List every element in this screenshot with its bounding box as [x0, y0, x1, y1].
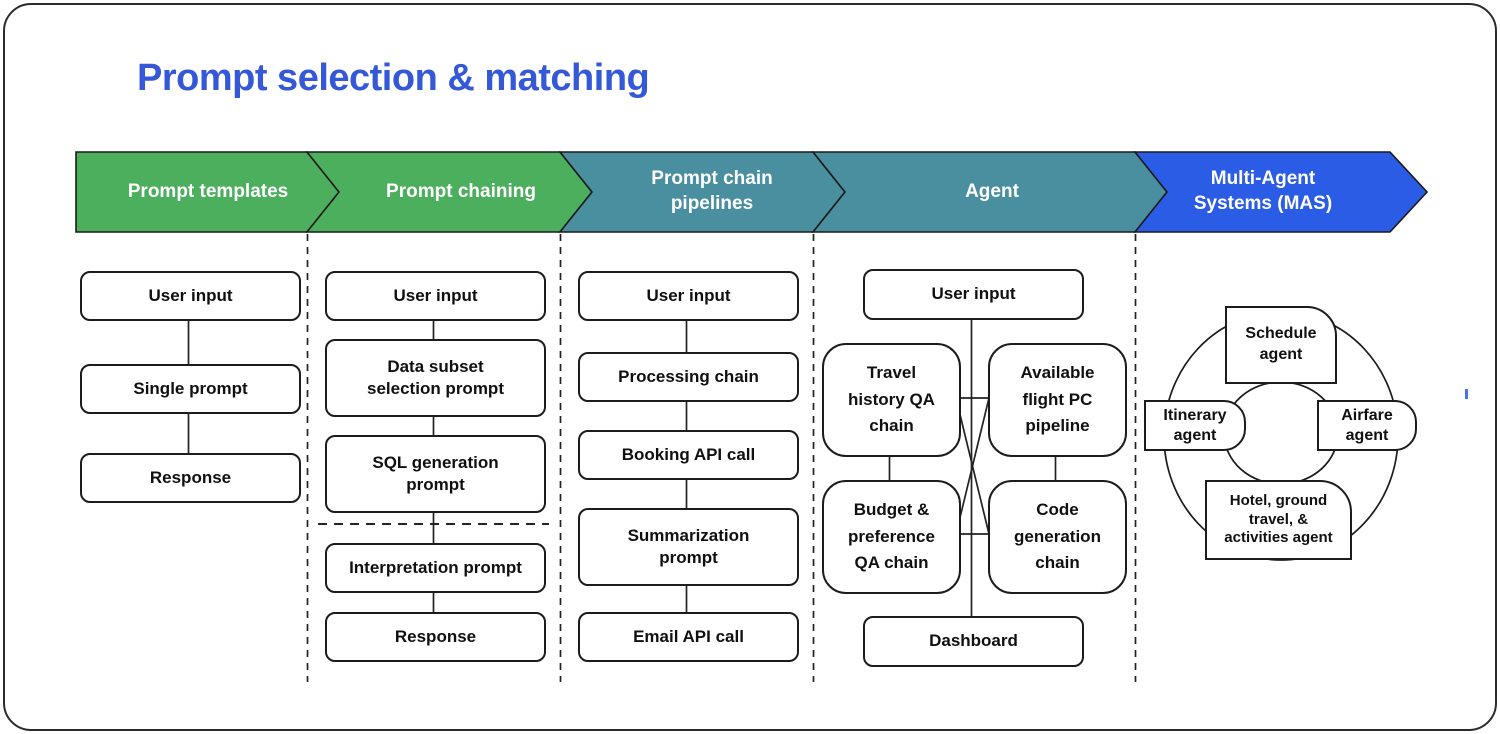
stage-label-prompt-chaining: Prompt chaining [386, 180, 536, 202]
flow-box-summarization-prompt: Summarization prompt [578, 508, 799, 586]
cursor-artifact [1465, 389, 1468, 399]
stage-label-prompt-chain-pipelines: Prompt chain pipelines [651, 168, 773, 214]
flow-box-code-generation-chain: Code generation chain [988, 480, 1127, 594]
flow-box-available-flight-pc-pipeline: Available flight PC pipeline [988, 343, 1127, 457]
flow-box-data-subset-selection-prompt: Data subset selection prompt [325, 339, 546, 417]
stage-label-prompt-templates: Prompt templates [127, 180, 289, 202]
stage-arrow-multi-agent-systems [1133, 151, 1429, 233]
stage-label-multi-agent-systems: Multi-Agent Systems (MAS) [1193, 168, 1333, 214]
flow-box-travel-history-qa-chain: Travel history QA chain [822, 343, 961, 457]
flow-box-processing-chain: Processing chain [578, 352, 799, 402]
flow-box-budget-preference-qa-chain: Budget & preference QA chain [822, 480, 961, 594]
flow-box-booking-api-call: Booking API call [578, 430, 799, 480]
flow-box-user-input-pipelines: User input [578, 271, 799, 321]
mas-box-itinerary-agent: Itinerary agent [1144, 400, 1246, 451]
mas-box-schedule-agent: Schedule agent [1225, 306, 1337, 384]
stage-arrow-band [75, 151, 1429, 233]
flow-box-sql-generation-prompt: SQL generation prompt [325, 435, 546, 513]
flow-box-response-templates: Response [80, 453, 301, 503]
flow-box-user-input-chaining: User input [325, 271, 546, 321]
flow-box-single-prompt: Single prompt [80, 364, 301, 414]
page-title: Prompt selection & matching [137, 57, 650, 99]
mas-box-airfare-agent: Airfare agent [1317, 400, 1417, 451]
flow-box-user-input-agent: User input [863, 269, 1084, 320]
flow-box-interpretation-prompt: Interpretation prompt [325, 543, 546, 593]
flow-box-response-chaining: Response [325, 612, 546, 662]
flow-box-dashboard: Dashboard [863, 616, 1084, 667]
flow-box-email-api-call: Email API call [578, 612, 799, 662]
flow-box-user-input-templates: User input [80, 271, 301, 321]
stage-label-agent: Agent [965, 180, 1019, 202]
mas-box-hotel-ground-travel-activities-agent: Hotel, ground travel, & activities agent [1205, 480, 1352, 560]
